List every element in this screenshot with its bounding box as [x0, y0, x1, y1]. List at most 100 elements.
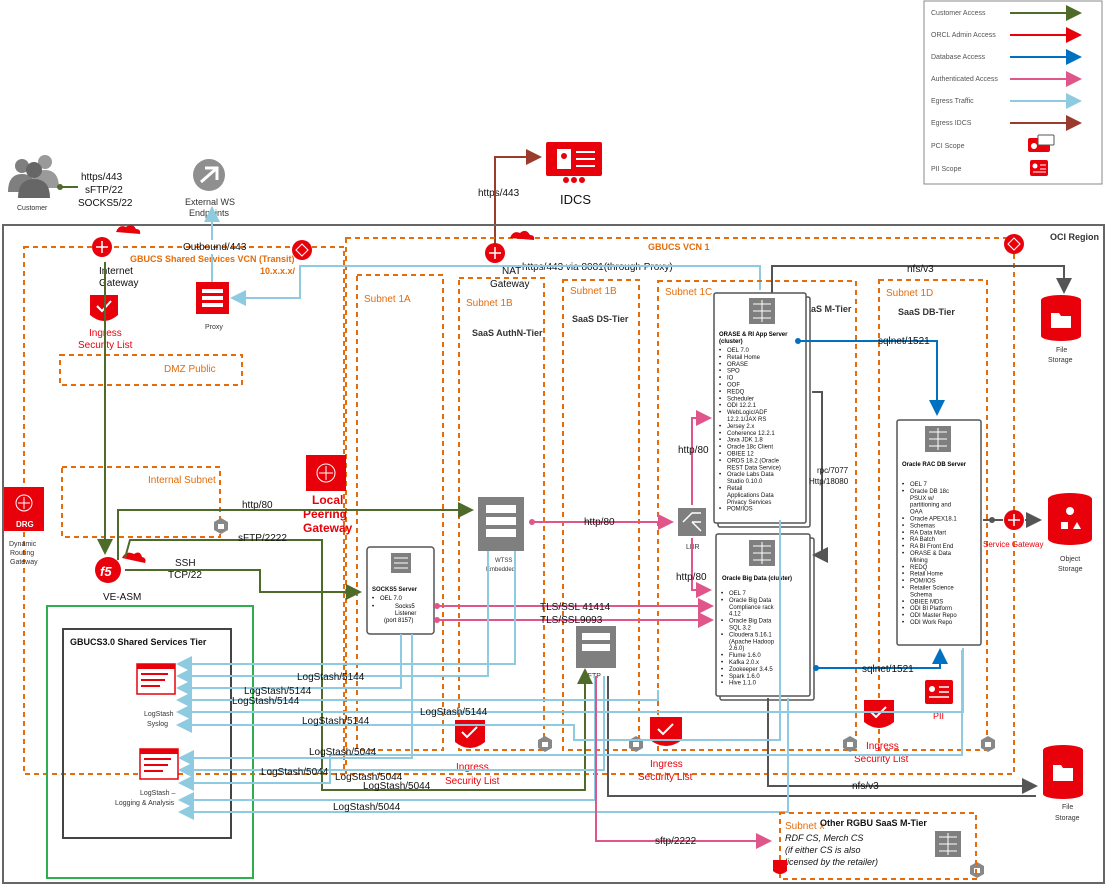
- racdb-component-item: PSUX w/: [910, 496, 934, 502]
- orase-component-item: Applications Data: [727, 493, 774, 499]
- bigdata-component-bullet: •: [721, 681, 723, 687]
- lock-icon: [214, 518, 228, 534]
- tls2-label: TLS/SSL9093: [540, 615, 603, 626]
- syslog-label1: LogStash: [144, 711, 174, 718]
- orase-component-item: ODI 12.2.1: [727, 403, 757, 409]
- orase-component-item: Retail Home: [727, 355, 761, 361]
- socks-item-listener-1: Socks5: [395, 604, 415, 610]
- mtier-label: SaaS M-Tier: [800, 304, 852, 314]
- drg-label2: Routing: [10, 550, 34, 557]
- bigdata-component-item: Oracle Big Data: [729, 598, 772, 604]
- shared-vcn-cidr: 10.x.x.x/: [260, 266, 296, 276]
- logging-label2: Logging & Analysis: [115, 800, 175, 807]
- file-storage-icon-top: [1041, 295, 1081, 341]
- ingress-d-label2: Security List: [854, 754, 909, 765]
- external-ws-icon: [193, 159, 225, 191]
- ls5144-label-4: LogStash/5144: [302, 716, 370, 727]
- pii-label: PII: [933, 711, 944, 721]
- nat-gateway-icon: [485, 230, 535, 263]
- subnet-x-title: Subnet x: [785, 821, 824, 832]
- racdb-component-item: ODI Master Repo: [910, 613, 957, 619]
- bigdata-component-item: Compliance rack: [729, 605, 775, 611]
- sqlnet1-label: sqlnet/1521: [878, 336, 930, 347]
- file-storage-top-label2: Storage: [1048, 357, 1073, 364]
- authn-tier-label: SaaS AuthN-Tier: [472, 328, 543, 338]
- svg-text:•: •: [372, 604, 374, 610]
- external-ws-label2: Endpoints: [189, 208, 230, 218]
- orase-component-bullet: •: [719, 355, 721, 361]
- socks-item-oel: OEL 7.0: [380, 596, 402, 602]
- object-storage-label1: Object: [1060, 556, 1080, 563]
- subnet-1a-label: Subnet 1A: [364, 294, 411, 305]
- ingress-c-label2: Security List: [638, 772, 693, 783]
- wtss-label1: WTSS: [495, 558, 512, 564]
- subnet-1c-label: Subnet 1C: [665, 287, 712, 298]
- http80-d-label: http/80: [676, 572, 707, 583]
- lock-icon: [981, 736, 995, 752]
- sftp2222-a-label: sFTP/2222: [238, 533, 287, 544]
- bigdata-component-bullet: •: [721, 660, 723, 666]
- dbtier-label: SaaS DB-Tier: [898, 307, 955, 317]
- ls5144-label-2: LogStash/5144: [244, 686, 312, 697]
- shared-tier-inner: [62, 628, 232, 839]
- ingress-d-label1: Ingress: [866, 741, 899, 752]
- dmz-label: DMZ Public: [164, 364, 216, 375]
- internal-subnet: [61, 466, 221, 538]
- ssh-label1: SSH: [175, 558, 196, 569]
- svg-text:f5: f5: [100, 564, 112, 579]
- legend-authenticated-access: Authenticated Access: [931, 76, 998, 83]
- orase-component-item: 12.2.1/JAX RS: [727, 417, 766, 423]
- http80-c-label: http/80: [678, 445, 709, 456]
- sftp2222-b-label: sftp/2222: [655, 836, 697, 847]
- ls5144-label-5: LogStash/5144: [420, 707, 488, 718]
- legend-pii-scope: PII Scope: [931, 166, 961, 173]
- orase-component-bullet: •: [719, 348, 721, 354]
- object-storage-icon: [1048, 493, 1092, 545]
- orase-component-item: Oracle 18c Client: [727, 445, 773, 451]
- bigdata-component-item: (Apache Hadoop: [729, 639, 775, 645]
- pii-scope-icon: [1030, 160, 1048, 176]
- sqlnet2-label: sqlnet/1521: [862, 664, 914, 675]
- subnet-x-note-3: licensed by the retailer): [785, 857, 878, 867]
- orase-component-item: IO: [727, 376, 734, 382]
- racdb-component-bullet: •: [902, 599, 904, 605]
- orase-component-bullet: •: [719, 431, 721, 437]
- customer-label: Customer: [17, 205, 48, 212]
- racdb-component-bullet: •: [902, 517, 904, 523]
- bigdata-component-item: 2.6.0): [729, 646, 744, 652]
- orase-component-bullet: •: [719, 452, 721, 458]
- rpc-label2: Http/18080: [809, 477, 849, 486]
- racdb-component-item: RA Batch: [910, 537, 935, 543]
- racdb-component-item: Mining: [910, 558, 928, 564]
- subnet-1d: [878, 279, 988, 751]
- racdb-component-item: ODI BI Platform: [910, 606, 952, 612]
- orase-component-item: Privacy Services: [727, 500, 771, 506]
- orase-component-bullet: •: [719, 438, 721, 444]
- bigdata-component-bullet: •: [721, 632, 723, 638]
- subnet-1b2-label: Subnet 1B: [570, 286, 617, 297]
- ssh-label2: TCP/22: [168, 570, 202, 581]
- legend-customer-access: Customer Access: [931, 10, 986, 17]
- legend-egress-traffic: Egress Traffic: [931, 98, 974, 105]
- subnet-1b-label: Subnet 1B: [466, 298, 513, 309]
- ve-asm-label: VE-ASM: [103, 592, 141, 603]
- drg-icon: [4, 487, 44, 531]
- oci-region-frame: [2, 224, 1105, 884]
- bigdata-component-bullet: •: [721, 674, 723, 680]
- rac-db-server: Oracle RAC DB Server: [896, 419, 982, 646]
- ingress-security-icon-d: [864, 700, 894, 728]
- customer-proto-socks: SOCKS5/22: [78, 198, 133, 209]
- ls5044-label-1: LogStash/5044: [309, 747, 377, 758]
- orase-component-item: OEL 7.0: [727, 348, 749, 354]
- orase-component-item: POM/IOS: [727, 507, 753, 513]
- subnet-x-shield-icon: [773, 860, 787, 874]
- bigdata-component-item: OEL 7: [729, 591, 746, 597]
- socks-title: SOCKS5 Server: [372, 587, 418, 593]
- https-proxy-label: https/443 via 8081(through Proxy): [522, 262, 673, 273]
- racdb-title: Oracle RAC DB Server: [902, 462, 967, 468]
- service-gateway-icon: [1004, 510, 1024, 530]
- bigdata-component-bullet: •: [721, 619, 723, 625]
- internet-gateway-label1: Internet: [99, 266, 133, 277]
